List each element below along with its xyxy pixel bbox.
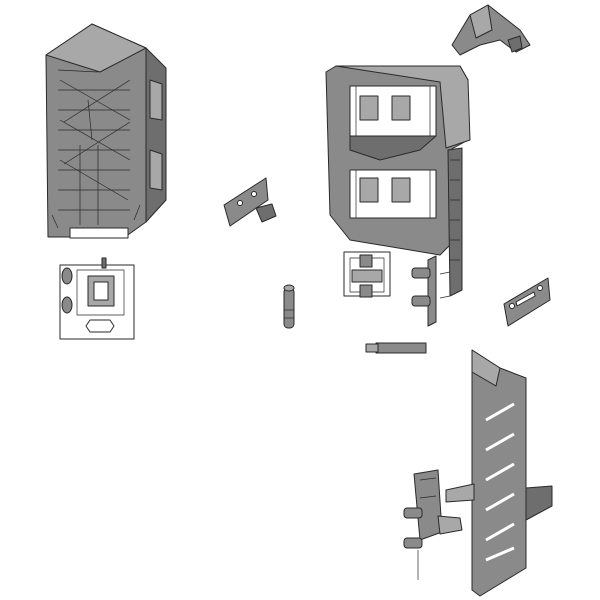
- corner-cap: [451, 4, 531, 56]
- corner-housing-left: [45, 23, 167, 239]
- dowel-pin: [283, 284, 295, 329]
- corner-housing-right: [325, 65, 471, 297]
- front-fixing-bracket: [403, 469, 463, 580]
- side-rail-connector: [411, 255, 451, 327]
- clip-fixture: [343, 251, 391, 298]
- slotted-plate: [503, 277, 551, 327]
- connector-rod: [365, 342, 427, 354]
- angle-bracket: [223, 177, 277, 227]
- drawer-side-panel: [445, 349, 553, 597]
- mounting-plate: [59, 257, 135, 340]
